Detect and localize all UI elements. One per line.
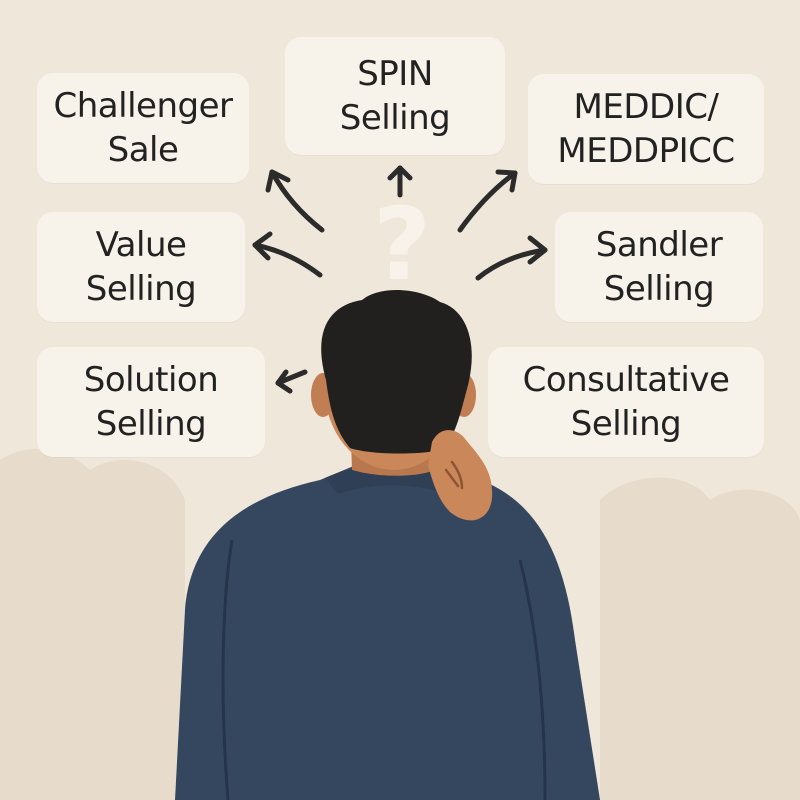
- card-value-line1: Value: [95, 225, 187, 265]
- card-solution-selling: Solution Selling: [37, 347, 265, 457]
- card-challenger-line2: Sale: [107, 130, 179, 170]
- card-sandler-line2: Selling: [603, 269, 715, 309]
- shirt: [175, 455, 600, 800]
- arrow-to-solution: [275, 369, 308, 394]
- question-mark: ?: [372, 186, 431, 303]
- card-consultative-selling: Consultative Selling: [488, 347, 764, 457]
- background-clouds: [0, 449, 800, 800]
- card-consultative-line2: Selling: [570, 404, 682, 444]
- arrow-to-meddic: [457, 169, 518, 233]
- shirt-seam-left: [221, 539, 234, 800]
- card-value-line2: Selling: [85, 269, 197, 309]
- card-meddic-line2: MEDDPICC: [557, 131, 735, 171]
- card-spin-selling: SPIN Selling: [285, 37, 505, 155]
- arrow-to-spin: [387, 165, 413, 198]
- card-challenger-sale: Challenger Sale: [37, 73, 249, 183]
- hair: [321, 290, 472, 454]
- card-solution-line1: Solution: [83, 360, 219, 400]
- card-challenger-line1: Challenger: [53, 86, 233, 126]
- card-spin-line1: SPIN: [357, 54, 433, 94]
- hand-fingers: [444, 460, 464, 490]
- card-spin-line2: Selling: [339, 98, 451, 138]
- arrow-to-sandler: [475, 235, 548, 281]
- card-value-selling: Value Selling: [37, 212, 245, 322]
- card-meddic-line1: MEDDIC/: [573, 87, 719, 127]
- card-sandler-selling: Sandler Selling: [555, 212, 763, 322]
- direction-arrows: [252, 165, 548, 394]
- arrow-to-challenger: [265, 169, 325, 233]
- card-sandler-line1: Sandler: [595, 225, 723, 265]
- person: [175, 290, 600, 800]
- card-meddic-meddpicc: MEDDIC/ MEDDPICC: [528, 74, 764, 184]
- arrow-to-value: [252, 231, 323, 278]
- card-solution-line2: Selling: [95, 404, 207, 444]
- shirt-seam-right: [518, 559, 547, 800]
- card-consultative-line1: Consultative: [522, 360, 730, 400]
